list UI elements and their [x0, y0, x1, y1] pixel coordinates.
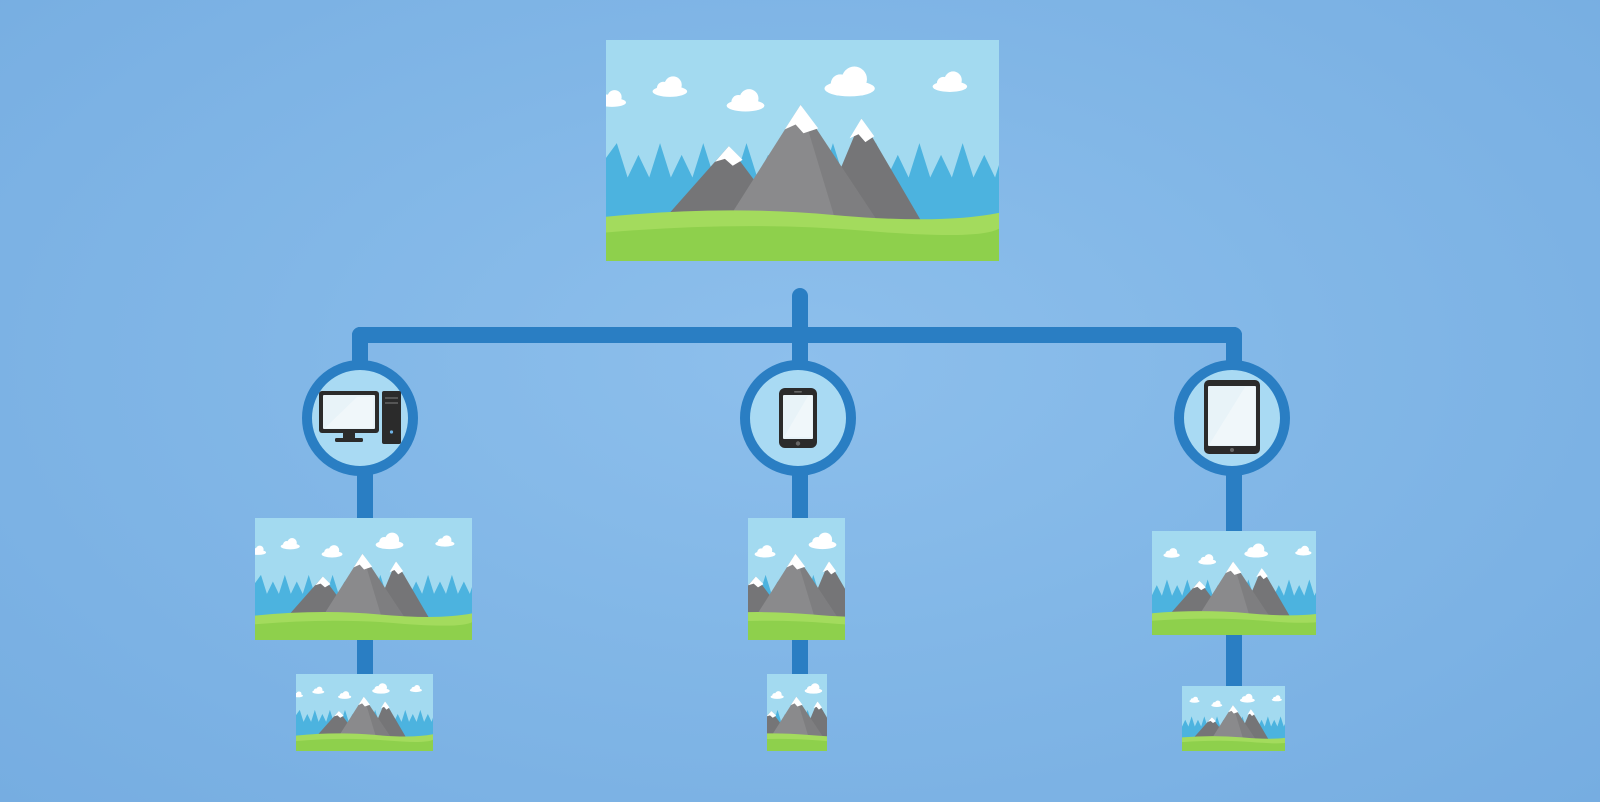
snow-cap — [790, 696, 803, 707]
snow-cap — [849, 118, 875, 143]
desktop-large-image — [255, 518, 472, 640]
snow-cap — [1207, 717, 1216, 723]
grass — [296, 738, 433, 751]
snow-cap — [334, 710, 344, 718]
phone-small-image — [767, 674, 827, 751]
snow-cap — [813, 701, 822, 710]
snow-cap — [380, 701, 390, 710]
tablet-node — [1174, 360, 1290, 476]
snow-cap — [389, 561, 404, 575]
grass — [1152, 618, 1316, 635]
snow-cap — [1225, 561, 1242, 575]
snow-cap — [748, 576, 764, 588]
landscape-image-icon — [767, 674, 827, 751]
phone-large-image — [748, 518, 845, 640]
landscape-image-icon — [255, 518, 472, 640]
snow-cap — [315, 576, 331, 588]
grass — [1182, 740, 1285, 751]
desktop-computer-icon — [319, 391, 401, 444]
desktop-node — [302, 360, 418, 476]
phone-node — [740, 360, 856, 476]
snow-cap — [358, 696, 370, 707]
grass — [255, 620, 472, 640]
original-image — [606, 40, 999, 261]
landscape-image-icon — [606, 40, 999, 261]
tablet-icon — [1204, 380, 1260, 454]
grass — [767, 738, 827, 751]
grass — [748, 620, 845, 640]
tablet-large-image — [1152, 531, 1316, 635]
snow-cap — [1256, 567, 1268, 580]
snow-cap — [353, 553, 373, 570]
snow-cap — [1247, 709, 1255, 717]
snow-cap — [715, 146, 743, 166]
tablet-small-image — [1182, 686, 1285, 751]
snow-cap — [786, 553, 806, 570]
snow-cap — [767, 710, 777, 718]
desktop-small-image — [296, 674, 433, 751]
grass — [606, 226, 999, 261]
landscape-image-icon — [296, 674, 433, 751]
snow-cap — [822, 561, 837, 575]
landscape-image-icon — [1182, 686, 1285, 751]
snow-cap — [784, 104, 819, 134]
landscape-image-icon — [748, 518, 845, 640]
snow-cap — [1228, 705, 1239, 714]
snow-cap — [1192, 580, 1206, 591]
smartphone-icon — [779, 388, 817, 448]
landscape-image-icon — [1152, 531, 1316, 635]
